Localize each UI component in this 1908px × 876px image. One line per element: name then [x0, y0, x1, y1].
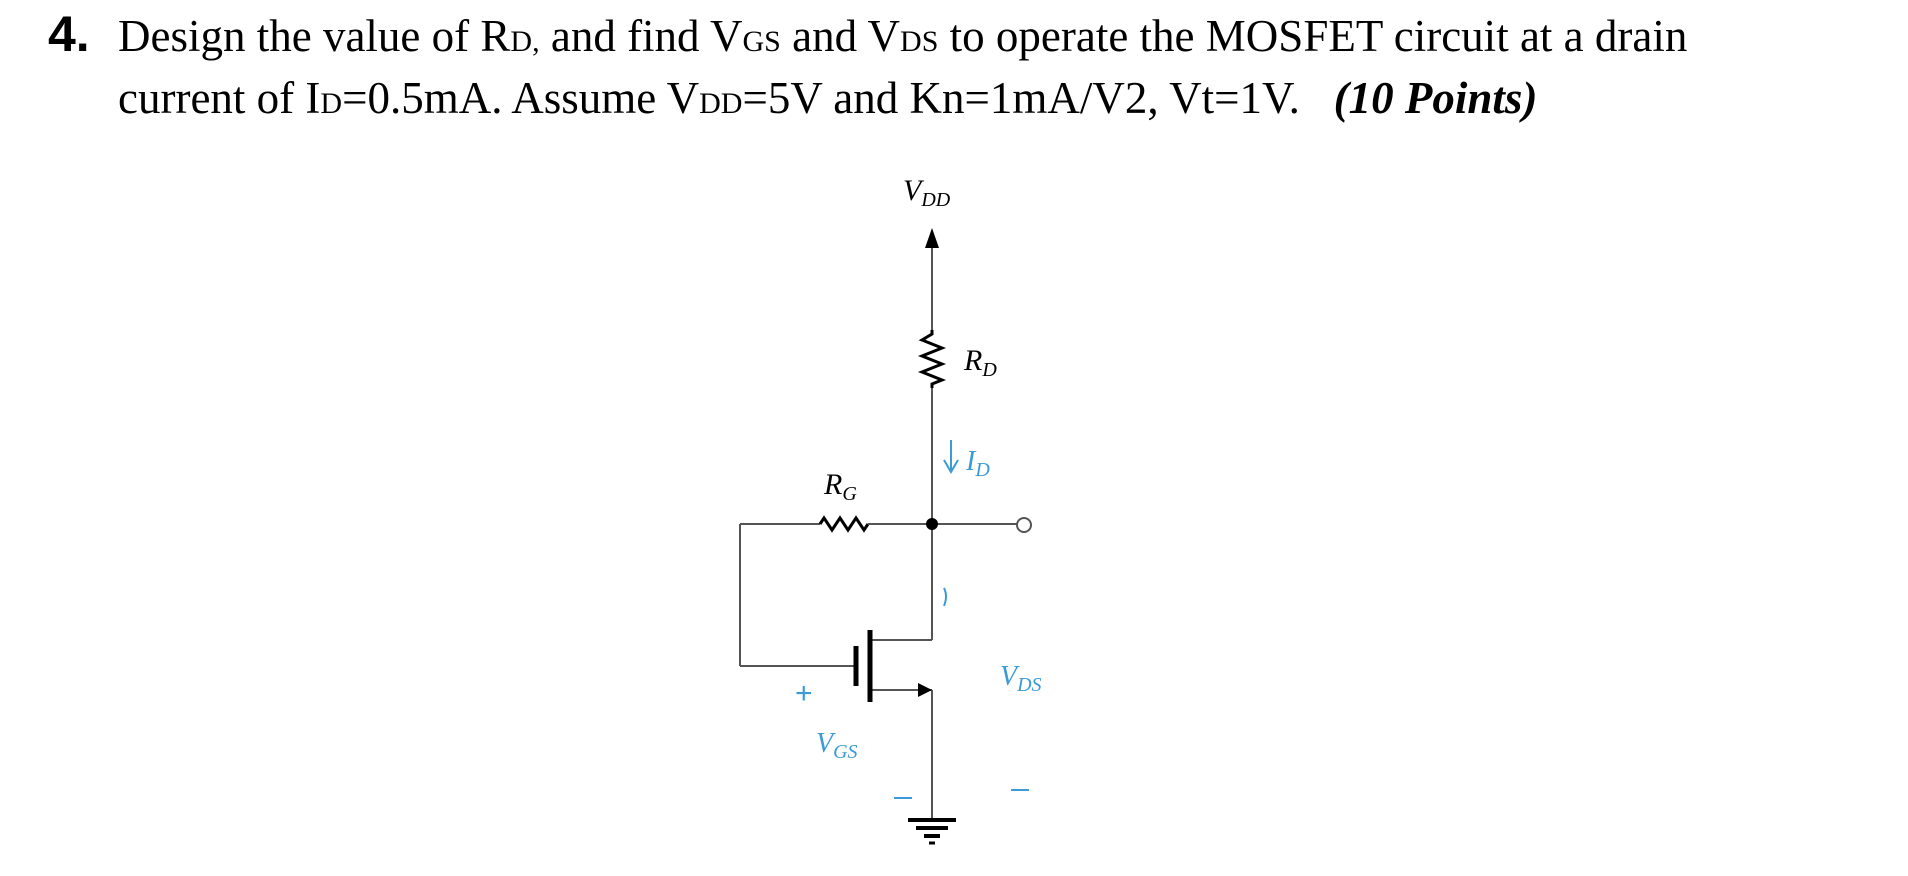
subscript: D,	[510, 25, 540, 58]
vds-label: VDS	[1000, 661, 1042, 696]
question-text-part: and V	[780, 11, 901, 61]
vds-bracket-mark	[943, 587, 947, 607]
rg-label: RG	[823, 468, 857, 505]
subscript: DS	[900, 25, 939, 58]
vgs-plus-sign: +	[795, 677, 813, 710]
mosfet-symbol	[853, 630, 932, 702]
ground-icon	[908, 818, 956, 845]
rd-label: RD	[963, 344, 997, 381]
question-text-part: Design the value of R	[118, 11, 511, 61]
question-number: 4.	[48, 6, 90, 62]
subscript: GS	[742, 25, 781, 58]
id-label: ID	[965, 446, 990, 481]
rg-resistor	[818, 515, 870, 533]
question-text-part: =0.5mA. Assume V	[342, 73, 700, 123]
subscript: D	[320, 87, 343, 120]
question-line-2: current of ID=0.5mA. Assume VDD=5V and K…	[48, 70, 1888, 132]
source-arrow-icon	[918, 683, 932, 697]
question-text-part: to operate the MOSFET circuit at a drain	[938, 11, 1688, 61]
id-arrow-icon	[943, 459, 959, 474]
vdd-label: VDD	[903, 174, 951, 211]
question-text: 4. Design the value of RD, and find VGS a…	[48, 6, 1888, 132]
question-text-part: and find V	[539, 11, 743, 61]
vgs-label: VGS	[816, 728, 858, 763]
subscript: DD	[699, 87, 743, 120]
circuit-wires	[739, 245, 1018, 820]
junction-dot	[926, 518, 938, 530]
output-terminal	[1016, 517, 1032, 533]
question-line-1: 4. Design the value of RD, and find VGS a…	[48, 6, 1888, 70]
points-label: (10 Points)	[1333, 73, 1538, 123]
question-text-part: current of I	[118, 73, 321, 123]
vdd-arrow-icon	[925, 228, 939, 248]
question-text-part: =5V and Kn=1mA/V2, Vt=1V.	[742, 73, 1300, 123]
rd-resistor	[917, 330, 947, 388]
